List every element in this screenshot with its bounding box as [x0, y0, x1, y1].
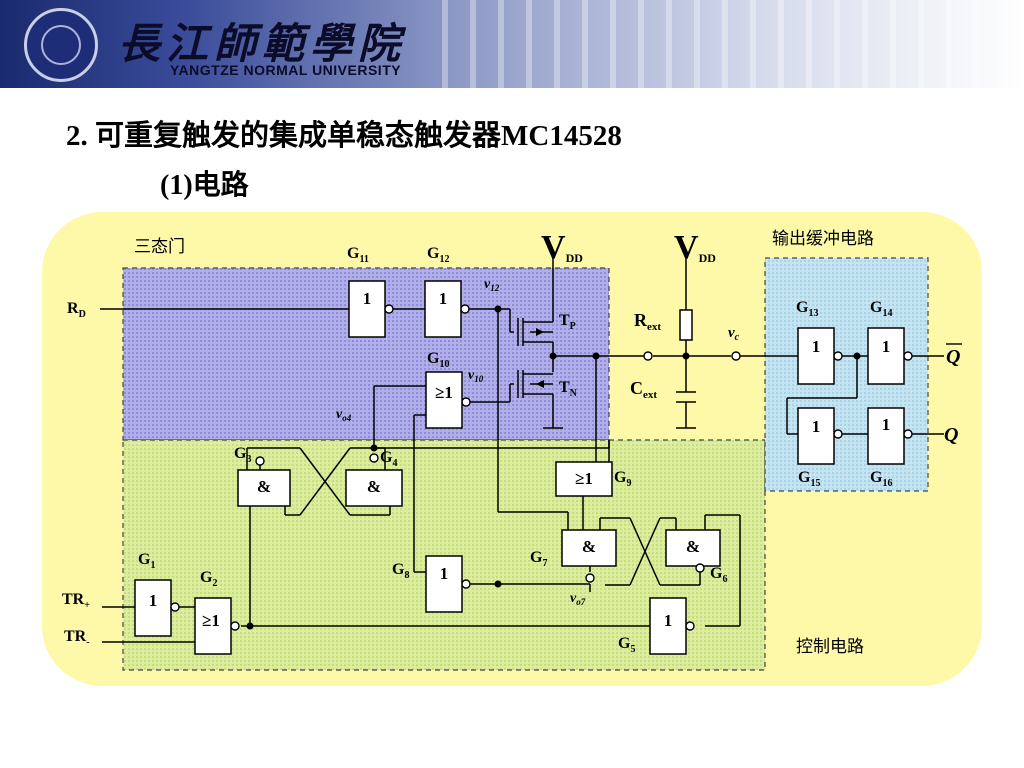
gate-g5: [649, 597, 687, 655]
g6-label: G6: [710, 565, 727, 585]
g7-symbol: &: [582, 537, 596, 556]
g12-symbol: 1: [439, 289, 448, 308]
banner-stripes: [420, 0, 1024, 88]
vc-label: vc: [728, 325, 740, 343]
g15-label: G15: [798, 469, 820, 489]
gate-g8: [425, 555, 463, 613]
buffer-label: 输出缓冲电路: [772, 229, 874, 248]
gate-g9: [555, 461, 613, 497]
g4-symbol: &: [367, 477, 381, 496]
tp-label: TP: [559, 312, 576, 332]
gate-g7: [561, 529, 617, 567]
g2-symbol: ≥1: [202, 611, 220, 630]
rext-label: Rext: [634, 310, 661, 333]
gate-g16: [867, 407, 905, 465]
g5-symbol: 1: [664, 611, 673, 630]
vo4-label: vo4: [336, 407, 352, 423]
g13-label: G13: [796, 299, 818, 319]
g14-label: G14: [870, 299, 892, 319]
g13-symbol: 1: [812, 337, 821, 356]
v12-label: v12: [484, 277, 500, 293]
trp-label: TR+: [62, 591, 90, 611]
g14-symbol: 1: [882, 337, 891, 356]
university-name-en: YANGTZE NORMAL UNIVERSITY: [170, 62, 402, 78]
g16-label: G16: [870, 469, 892, 489]
qbar-label: Q: [946, 346, 960, 368]
g7-label: G7: [530, 549, 547, 569]
g2-label: G2: [200, 569, 217, 589]
g10-symbol: ≥1: [435, 383, 453, 402]
university-name-cn: 長江師範學院: [118, 19, 407, 68]
g5-label: G5: [618, 635, 635, 655]
g11-symbol: 1: [363, 289, 372, 308]
vo7-label: vo7: [570, 591, 586, 607]
gate-g3: [237, 469, 291, 507]
q-label: Q: [944, 424, 958, 446]
trm-label: TR-: [64, 628, 90, 648]
slide-subtitle: (1)电路: [160, 170, 249, 201]
g11-label: G11: [347, 245, 369, 265]
g8-symbol: 1: [440, 564, 449, 583]
v10-label: v10: [468, 368, 484, 384]
gate-g2: [194, 597, 232, 655]
g8-label: G8: [392, 561, 409, 581]
gate-g11: [348, 280, 386, 338]
g3-symbol: &: [257, 477, 271, 496]
g16-symbol: 1: [882, 415, 891, 434]
gate-g10: [425, 371, 463, 429]
g1-symbol: 1: [149, 591, 158, 610]
g4-label: G4: [380, 449, 397, 469]
header-banner: 長江師範學院 YANGTZE NORMAL UNIVERSITY: [0, 0, 1024, 88]
g9-label: G9: [614, 469, 631, 489]
tn-label: TN: [559, 379, 578, 399]
vdd-left-label: VDD: [541, 229, 583, 266]
vdd-right-label: VDD: [674, 229, 716, 266]
g9-symbol: ≥1: [575, 469, 593, 488]
university-logo-icon: [24, 8, 98, 82]
slide-title: 2. 可重复触发的集成单稳态触发器MC14528: [66, 120, 622, 152]
rext-resistor: [679, 309, 693, 341]
g10-label: G10: [427, 350, 449, 370]
gate-g6: [665, 529, 721, 567]
rd-label: RD: [67, 300, 86, 320]
control-label: 控制电路: [796, 637, 864, 656]
tristate-label: 三态门: [134, 237, 185, 256]
gate-g4: [345, 469, 403, 507]
gate-g14: [867, 327, 905, 385]
cext-label: Cext: [630, 378, 657, 401]
g15-symbol: 1: [812, 417, 821, 436]
g3-label: G3: [234, 445, 251, 465]
gate-g12: [424, 280, 462, 338]
g6-symbol: &: [686, 537, 700, 556]
g12-label: G12: [427, 245, 449, 265]
g1-label: G1: [138, 551, 155, 571]
